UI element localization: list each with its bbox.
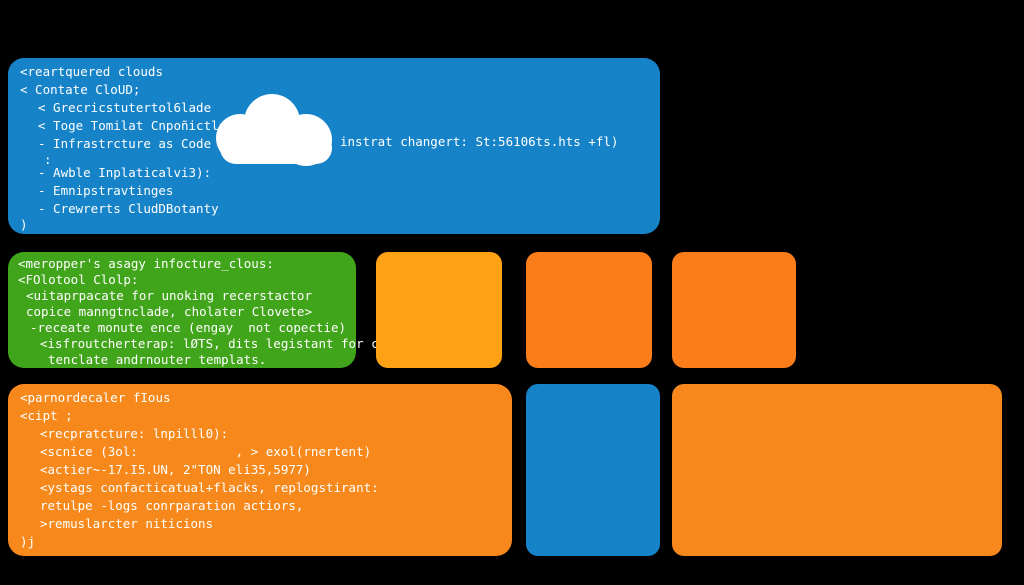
code-line: <cipt ; [20,408,73,423]
code-line: <actier~-17.I5.UN, 2"TON eli35,5977) [40,462,311,477]
code-line: <scnice (3ol: , > exol(rnertent) [40,444,372,459]
code-line: - Awble Inplaticalvi3): [38,165,212,180]
code-line: <ystags confacticatual+flacks, replogsti… [40,480,379,495]
code-line: tenclate andrnouter templats. [48,352,267,367]
code-line: - Crewrerts CludDBotanty [38,201,219,216]
code-line: < Contate CloUD; [20,82,141,97]
blue-code-block: <reartquered clouds < Contate CloUD; < G… [20,65,226,230]
code-line: <uitaprpacate for unoking recerstactor [26,288,312,303]
code-line: <reartquered clouds [20,64,163,79]
orange-code-block: <parnordecaler fIous <cipt ; <recpratctu… [20,391,379,547]
cloud-icon [216,94,332,166]
code-line: <FOlotool Clolp: [18,272,139,287]
code-line: - Emnipstravtinges [38,183,174,198]
code-line: ) [20,217,28,232]
green-code-panel: <meropper's asagy infocture_clous: <FOlo… [8,252,401,371]
code-line: retulpe -logs conrparation actiors, [40,498,304,513]
code-line: < Toge Tomilat Cnpoñictle [38,118,227,133]
cloud-caption: instrat changert: St:56106ts.hts +fl) [340,134,619,149]
green-code-block: <meropper's asagy infocture_clous: <FOlo… [18,257,401,371]
orange-wide-tile [672,384,1002,556]
orange-tile [672,252,796,368]
code-line: : [44,152,52,167]
orange-code-panel: <parnordecaler fIous <cipt ; <recpratctu… [8,384,512,556]
code-line: <recpratcture: lnpilll0): [40,426,229,441]
code-line: copice manngtnclade, cholater Clovete> [26,304,312,319]
code-line: <meropper's asagy infocture_clous: [18,256,274,271]
code-line: - Infrastrcture as Code [38,136,212,151]
blue-code-panel: <reartquered clouds < Contate CloUD; < G… [8,58,660,234]
code-line: -receate monute ence (engay not copectie… [30,320,347,335]
orange-tile [526,252,652,368]
code-line: )j [20,534,36,549]
amber-tile [376,252,502,368]
code-line: < Grecricstutertol6lade [38,100,212,115]
code-line: >remuslarcter niticions [40,516,214,531]
code-line: <isfroutcherterap: lØTS, dits legistant … [40,336,402,351]
blue-tile [526,384,660,556]
code-line: <parnordecaler fIous [20,390,171,405]
